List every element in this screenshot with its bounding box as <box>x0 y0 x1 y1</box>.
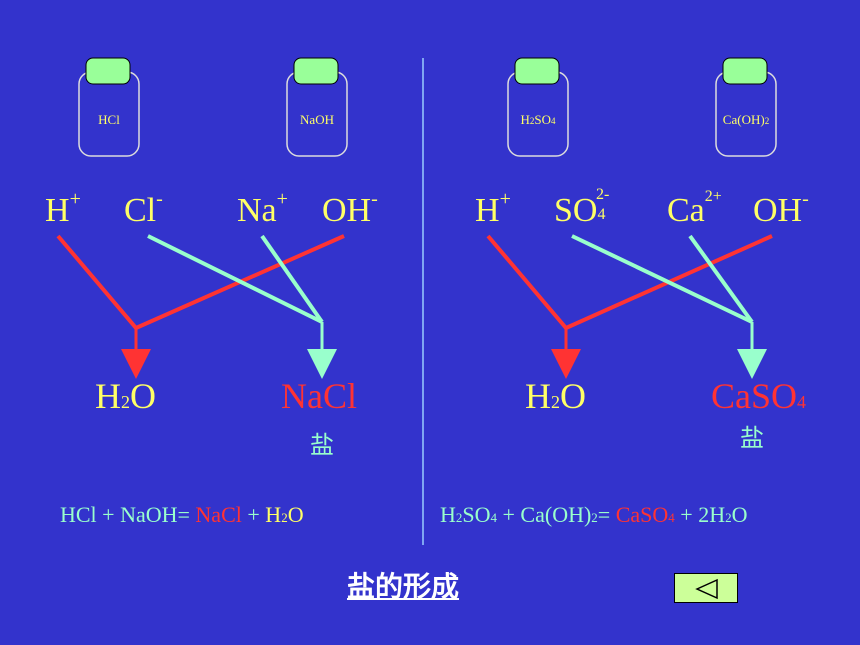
product-water-right: H2O <box>525 376 586 416</box>
salt-label-left: 盐 <box>310 431 334 459</box>
jar-label-hcl: HCl <box>98 112 120 127</box>
ion-na-left: Na+ <box>237 188 288 229</box>
line-na-to-salt-left <box>260 234 324 324</box>
jar-label-caoh2: Ca(OH)2 <box>722 112 770 127</box>
product-nacl: NaCl <box>281 376 357 416</box>
line-cl-to-salt-left <box>147 234 323 324</box>
product-caso4: CaSO4 <box>711 376 807 416</box>
line-ca-to-salt-right <box>688 234 754 324</box>
jar-label-h2so4: H2SO4 <box>520 112 556 127</box>
equation-left: HCl + NaOH= NaCl + H2O <box>60 502 304 527</box>
jar-label-naoh: NaOH <box>300 112 334 127</box>
product-water-left: H2O <box>95 376 156 416</box>
jar-caoh2 <box>715 57 777 157</box>
jar-naoh <box>286 57 348 157</box>
equation-right: H2SO4 + Ca(OH)2= CaSO4 + 2H2O <box>440 502 748 527</box>
ion-h-left: H+ <box>45 188 81 229</box>
ion-oh-left: OH- <box>322 188 378 229</box>
line-so4-to-salt-right <box>571 234 753 324</box>
line-h-to-water-right <box>486 234 568 330</box>
back-button[interactable] <box>674 573 738 603</box>
salt-label-right: 盐 <box>740 424 764 452</box>
ion-oh-right: OH- <box>753 188 809 229</box>
ion-cl-left: Cl- <box>124 188 163 229</box>
ion-ca-right: Ca2+ <box>667 188 722 229</box>
ion-h-right: H+ <box>475 188 511 229</box>
jar-h2so4 <box>507 57 569 157</box>
slide-title-link[interactable]: 盐的形成 <box>347 570 460 603</box>
jar-hcl <box>78 57 140 157</box>
triangle-left-icon <box>695 578 718 600</box>
line-h-to-water-left <box>56 234 138 330</box>
